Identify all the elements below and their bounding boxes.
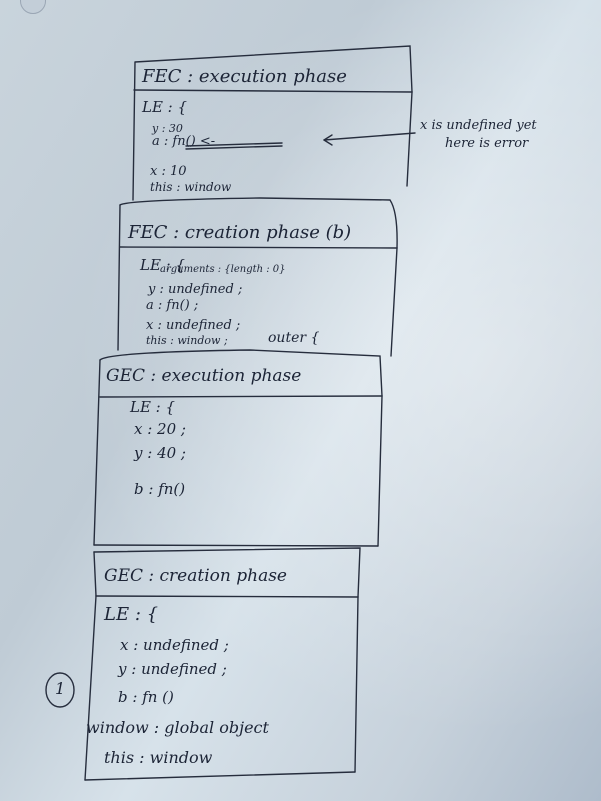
frame1-note-line1: x is undefined yet: [420, 118, 537, 133]
frame4-window: window : global object: [86, 718, 269, 737]
frame1-this: this : window: [150, 180, 232, 194]
frame2-title: FEC : creation phase (b): [128, 222, 352, 243]
frame1-le: LE : {: [142, 98, 188, 116]
frame2-outer: outer {: [268, 330, 320, 346]
frame2-x: x : undefined ;: [146, 318, 241, 333]
frame2-y: y : undefined ;: [148, 282, 243, 297]
frame4-title: GEC : creation phase: [104, 566, 287, 586]
frame4-le: LE : {: [104, 604, 159, 625]
frame4-y: y : undefined ;: [118, 660, 227, 678]
frame3-x: x : 20 ;: [134, 420, 186, 438]
frame3-title: GEC : execution phase: [106, 366, 302, 386]
frame1-title: FEC : execution phase: [142, 66, 347, 87]
frame1-x: x : 10: [150, 164, 187, 179]
frame3-y: y : 40 ;: [134, 444, 186, 462]
frame2-le: LE : {: [140, 256, 186, 274]
frame1-a: a : fn() <-: [152, 134, 216, 149]
frame1-note-line2: here is error: [445, 136, 529, 151]
frame4-b: b : fn (): [118, 688, 174, 706]
frame2-args: arguments : {length : 0}: [160, 264, 286, 275]
frame2-a: a : fn() ;: [146, 298, 199, 313]
frame3-b: b : fn(): [134, 480, 186, 498]
frame3-le: LE : {: [130, 398, 176, 416]
frame4-x: x : undefined ;: [120, 636, 229, 654]
frame1-y: y : 30: [152, 122, 183, 135]
step-number: 1: [55, 679, 66, 698]
frame4-this: this : window: [104, 748, 213, 767]
frame2-this: this : window ;: [146, 334, 228, 347]
